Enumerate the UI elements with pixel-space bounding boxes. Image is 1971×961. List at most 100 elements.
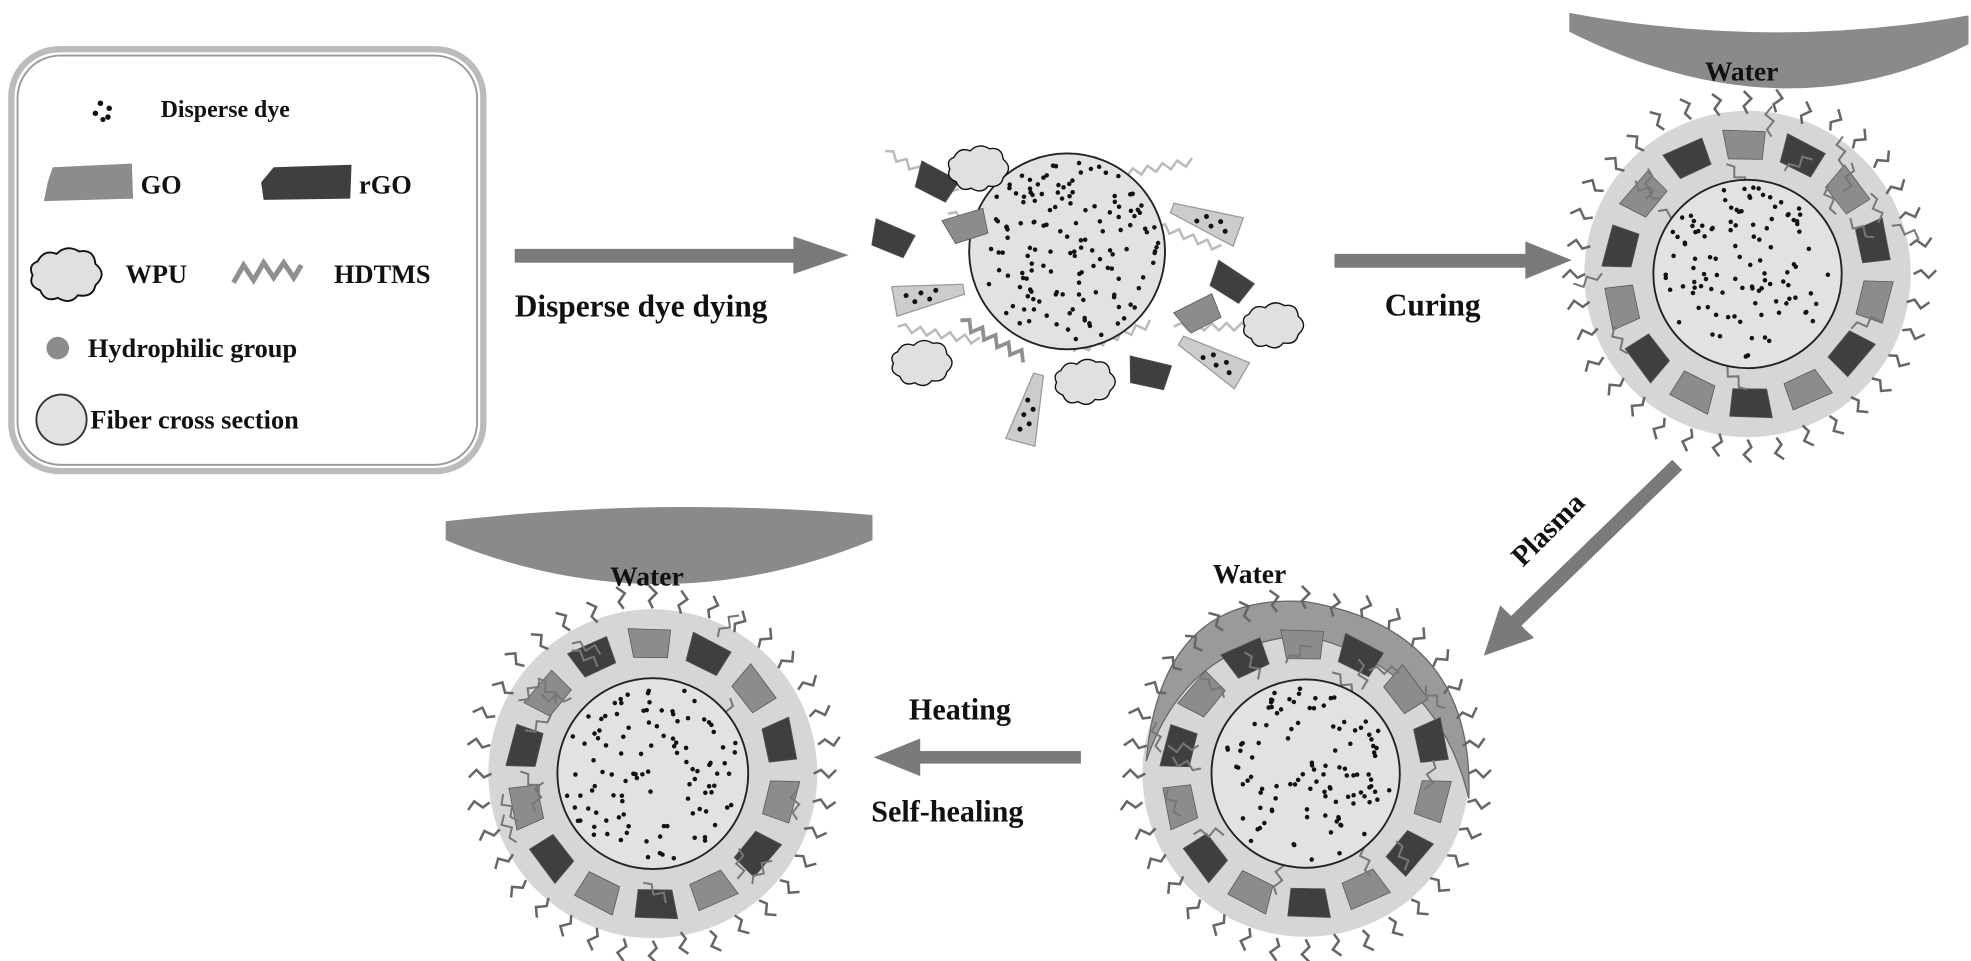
hdtms-chain <box>477 826 501 841</box>
dye-dot <box>1774 299 1779 304</box>
dye-dot <box>1747 194 1752 199</box>
dye-dot <box>1367 800 1372 805</box>
go-sheet <box>1723 129 1766 160</box>
dye-dot <box>712 783 717 788</box>
dye-dot <box>1000 250 1005 255</box>
dye-dot <box>1156 241 1161 246</box>
dye-dot <box>675 719 680 724</box>
dye-dot <box>1079 245 1084 250</box>
dye-dot <box>620 799 625 804</box>
dye-dot <box>1077 272 1082 277</box>
dye-dot <box>1066 327 1071 332</box>
dye-dot <box>1032 307 1037 312</box>
dye-dot <box>1099 333 1104 338</box>
hdtms-chain <box>1269 937 1280 961</box>
hdtms-chain <box>1129 706 1153 721</box>
dye-dot <box>1026 294 1031 299</box>
dye-dot <box>1028 246 1033 251</box>
dye-dot <box>733 750 738 755</box>
dye-dot <box>713 823 718 828</box>
dye-dot <box>1769 245 1774 250</box>
dye-dot <box>1005 227 1010 232</box>
hdtms-chain <box>1898 207 1922 222</box>
legend-disperse-dye: Disperse dye <box>161 97 290 123</box>
dye-dot <box>1322 790 1327 795</box>
dye-dot <box>1737 255 1742 260</box>
dye-dot <box>1804 310 1809 315</box>
dye-dot <box>1031 297 1036 302</box>
dye-dot <box>1798 212 1803 217</box>
dye-dot <box>1236 765 1241 770</box>
dye-dot <box>1029 289 1034 294</box>
dye-dot <box>1689 214 1694 219</box>
dye-dot <box>1241 816 1246 821</box>
hdtms-chain <box>1467 798 1491 809</box>
dye-dot <box>994 194 999 199</box>
dye-dot <box>658 851 663 856</box>
hdtms-chain <box>1468 770 1491 778</box>
dye-dot <box>1373 790 1378 795</box>
dye-dot <box>590 788 595 793</box>
dye-dot <box>1113 200 1118 205</box>
dye-dot <box>1693 230 1698 235</box>
dye-dot <box>623 779 628 784</box>
hdtms-chain <box>1680 427 1695 451</box>
dye-dot <box>1022 194 1027 199</box>
dye-dot <box>1768 195 1773 200</box>
dye-dot <box>690 767 695 772</box>
dye-dot <box>615 712 620 717</box>
dye-dot <box>648 789 653 794</box>
dye-dot <box>1723 198 1728 203</box>
dye-dot <box>1082 318 1087 323</box>
dye-dot <box>1116 277 1121 282</box>
dye-dot <box>691 811 696 816</box>
dye-dot <box>1289 727 1294 732</box>
dye-dot <box>1762 271 1767 276</box>
dye-dot <box>1699 284 1704 289</box>
dye-dot <box>1337 816 1342 821</box>
dye-dot <box>1110 252 1115 257</box>
dye-dot <box>1323 813 1328 818</box>
dye-dot <box>1765 226 1770 231</box>
dye-dot <box>618 697 623 702</box>
dye-dot <box>1751 222 1756 227</box>
dye-dot <box>1151 261 1156 266</box>
dye-dot <box>1040 192 1045 197</box>
dye-dot <box>1708 255 1713 260</box>
dye-dot <box>1739 209 1744 214</box>
dye-carrier <box>1006 370 1053 446</box>
dye-dot <box>1143 227 1148 232</box>
dye-dot <box>1077 280 1082 285</box>
dye-dot <box>1773 205 1778 210</box>
dye-dot <box>1068 251 1073 256</box>
hdtms-chain <box>1680 97 1695 121</box>
dye-dot <box>1369 737 1374 742</box>
dye-dot <box>1021 200 1026 205</box>
dye-dot <box>619 838 624 843</box>
dye-dot <box>671 736 676 741</box>
dye-dot <box>1369 784 1374 789</box>
dye-dot <box>1116 174 1121 179</box>
dye-dot <box>1696 306 1701 311</box>
dye-dot <box>658 834 663 839</box>
heating-arrow <box>874 738 1081 776</box>
hdtms-chain <box>1627 131 1647 153</box>
dye-dot <box>715 771 720 776</box>
dye-dot <box>1117 204 1122 209</box>
dye-dot <box>1664 276 1669 281</box>
dye-dot <box>1128 302 1133 307</box>
dye-dot <box>1072 249 1077 254</box>
dye-dot <box>1266 705 1271 710</box>
dye-dot <box>1346 795 1351 800</box>
dye-dot <box>1067 182 1072 187</box>
fiber-cross-section <box>1211 679 1399 867</box>
dye-dot <box>1132 305 1137 310</box>
dye-dot <box>565 794 570 799</box>
hdtms-chain <box>808 705 832 720</box>
dye-dot <box>1376 729 1381 734</box>
dye-dot <box>1364 719 1369 724</box>
dye-dot <box>1296 778 1301 783</box>
dye-dot <box>702 717 707 722</box>
dye-dot <box>596 736 601 741</box>
